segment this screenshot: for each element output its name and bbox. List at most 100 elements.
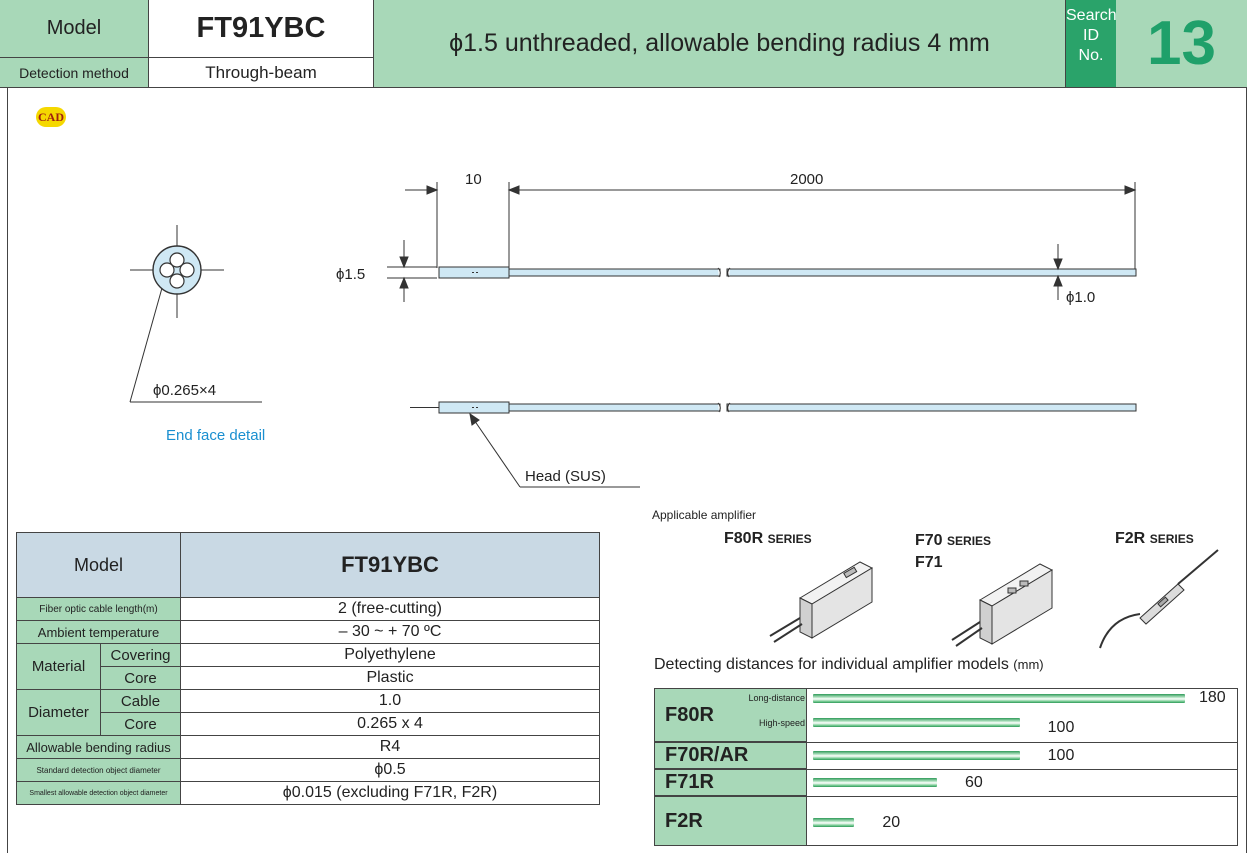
distance-chart: F80R Long-distance High-speed 180 100 F7…	[654, 688, 1238, 846]
bar-f80r-high-value: 100	[1047, 719, 1075, 736]
f70-amplifier-icon	[951, 563, 1054, 647]
dist-model-f2r-label: F2R	[665, 809, 703, 832]
dim-10: 10	[465, 171, 482, 188]
detection-label: Detection method	[19, 64, 129, 81]
table-row: Core Plastic	[17, 666, 600, 690]
distances-title: Detecting distances for individual ampli…	[654, 656, 1044, 674]
dist-model-f71r-label: F71R	[665, 771, 714, 793]
end-face-icon	[129, 225, 262, 403]
cad-badge[interactable]: CAD	[36, 107, 66, 127]
amplifier-f80r-name: F80R	[724, 530, 764, 547]
amplifier-f2r-label: F2R SERIES	[1115, 530, 1194, 548]
amplifier-illustrations	[769, 549, 1219, 649]
dist-model-f70r-label: F70R/AR	[665, 744, 749, 766]
amplifier-f2r-name: F2R	[1115, 530, 1146, 547]
fiber-diameter-label: ϕ0.265×4	[153, 382, 216, 399]
spec-model-header: Model	[16, 532, 181, 598]
search-label-1: Search	[1066, 7, 1117, 24]
model-value-cell: FT91YBC	[149, 0, 374, 58]
fiber-head-view	[410, 401, 1137, 414]
bar-f71r	[813, 778, 937, 787]
bar-f80r-high	[813, 718, 1020, 727]
ambient-value: – 30 ~ + 70 ºC	[180, 620, 600, 644]
distances-unit: (mm)	[1013, 657, 1044, 672]
head-label: Head (SUS)	[525, 468, 606, 485]
detection-value-cell: Through-beam	[149, 58, 374, 88]
spec-table: Model FT91YBC Fiber optic cable length(m…	[16, 532, 600, 805]
small-object-label: Smallest allowable detection object diam…	[16, 781, 181, 805]
diameter-core-label: Core	[100, 712, 181, 736]
covering-label: Covering	[100, 643, 181, 667]
search-id-box: Search ID No.	[1066, 0, 1117, 88]
table-row: Standard detection object diameter ϕ0.5	[16, 758, 600, 782]
amplifier-f70-label: F70 SERIES F71	[915, 530, 991, 574]
bar-f70r	[813, 751, 1020, 760]
bar-f71r-value: 60	[965, 774, 983, 791]
bar-f2r-value: 20	[882, 814, 901, 831]
dist-divider	[655, 742, 1237, 743]
cad-badge-label: CAD	[38, 110, 64, 124]
fiber-length-label: Fiber optic cable length(m)	[16, 597, 181, 621]
table-row: Diameter Cable 1.0	[16, 689, 600, 736]
fiber-length-value: 2 (free-cutting)	[180, 597, 600, 621]
dist-model-f80r-label: F80R	[665, 703, 714, 726]
bending-value: R4	[180, 735, 600, 759]
technical-drawing: ϕ0.265×4 End face detail 10 2000 ϕ1.5	[129, 171, 1137, 488]
search-label-3: No.	[1078, 47, 1104, 64]
frame-left	[7, 88, 8, 853]
amplifier-f70-suffix: SERIES	[947, 534, 992, 548]
end-face-label: End face detail	[166, 427, 265, 444]
dist-model-f71r: F71R	[655, 770, 807, 796]
detection-label-cell: Detection method	[0, 58, 149, 88]
covering-value: Polyethylene	[180, 643, 600, 667]
dist-model-f70r: F70R/AR	[655, 743, 807, 769]
std-object-value: ϕ0.5	[180, 758, 600, 782]
fiber-side-view	[438, 266, 1137, 279]
cable-label: Cable	[100, 689, 181, 713]
diameter-label: Diameter	[16, 689, 101, 736]
spec-model-value: FT91YBC	[180, 532, 600, 598]
ambient-label: Ambient temperature	[16, 620, 181, 644]
amplifier-f70-name: F70	[915, 532, 943, 549]
bar-f70r-value: 100	[1047, 747, 1075, 764]
material-label: Material	[16, 643, 101, 690]
amplifier-f80r-label: F80R SERIES	[724, 530, 812, 548]
small-object-value: ϕ0.015 (excluding F71R, F2R)	[180, 781, 600, 805]
spec-header-row: Model FT91YBC	[16, 532, 600, 598]
table-row: Ambient temperature – 30 ~ + 70 ºC	[16, 620, 600, 644]
dist-mode-long: Long-distance	[748, 693, 805, 703]
description-cell: ϕ1.5 unthreaded, allowable bending radiu…	[374, 0, 1066, 88]
model-label-cell: Model	[0, 0, 149, 58]
table-row: Core 0.265 x 4	[17, 712, 600, 736]
search-number-cell: 13	[1116, 0, 1247, 88]
bending-label: Allowable bending radius	[16, 735, 181, 759]
f80r-amplifier-icon	[769, 561, 874, 643]
amplifier-title: Applicable amplifier	[652, 508, 757, 522]
cable-value: 1.0	[180, 689, 600, 713]
dist-model-f80r: F80R	[655, 689, 807, 742]
amplifier-f2r-suffix: SERIES	[1149, 532, 1194, 546]
search-label-2: ID	[1083, 27, 1099, 44]
dist-mode-high: High-speed	[758, 718, 805, 728]
material-core-label: Core	[100, 666, 181, 690]
bar-f80r-long	[813, 694, 1185, 703]
table-row: Allowable bending radius R4	[16, 735, 600, 759]
dim-phi10: ϕ1.0	[1066, 289, 1095, 306]
bar-f2r	[813, 818, 855, 827]
dist-divider	[655, 796, 1237, 797]
search-number: 13	[1147, 9, 1216, 78]
std-object-label: Standard detection object diameter	[16, 758, 181, 782]
dim-2000: 2000	[790, 171, 823, 188]
description: ϕ1.5 unthreaded, allowable bending radiu…	[449, 29, 990, 57]
detection-value: Through-beam	[205, 62, 317, 82]
material-core-value: Plastic	[180, 666, 600, 690]
dim-phi15: ϕ1.5	[336, 266, 365, 283]
f2r-amplifier-icon	[1099, 549, 1219, 649]
dist-divider	[655, 769, 1237, 770]
amplifier-f71-name: F71	[915, 554, 943, 571]
model-label: Model	[46, 17, 102, 39]
amplifier-f80r-suffix: SERIES	[767, 532, 812, 546]
bar-f80r-long-value: 180	[1199, 689, 1226, 706]
distances-title-text: Detecting distances for individual ampli…	[654, 656, 1009, 673]
model-value: FT91YBC	[196, 12, 326, 44]
